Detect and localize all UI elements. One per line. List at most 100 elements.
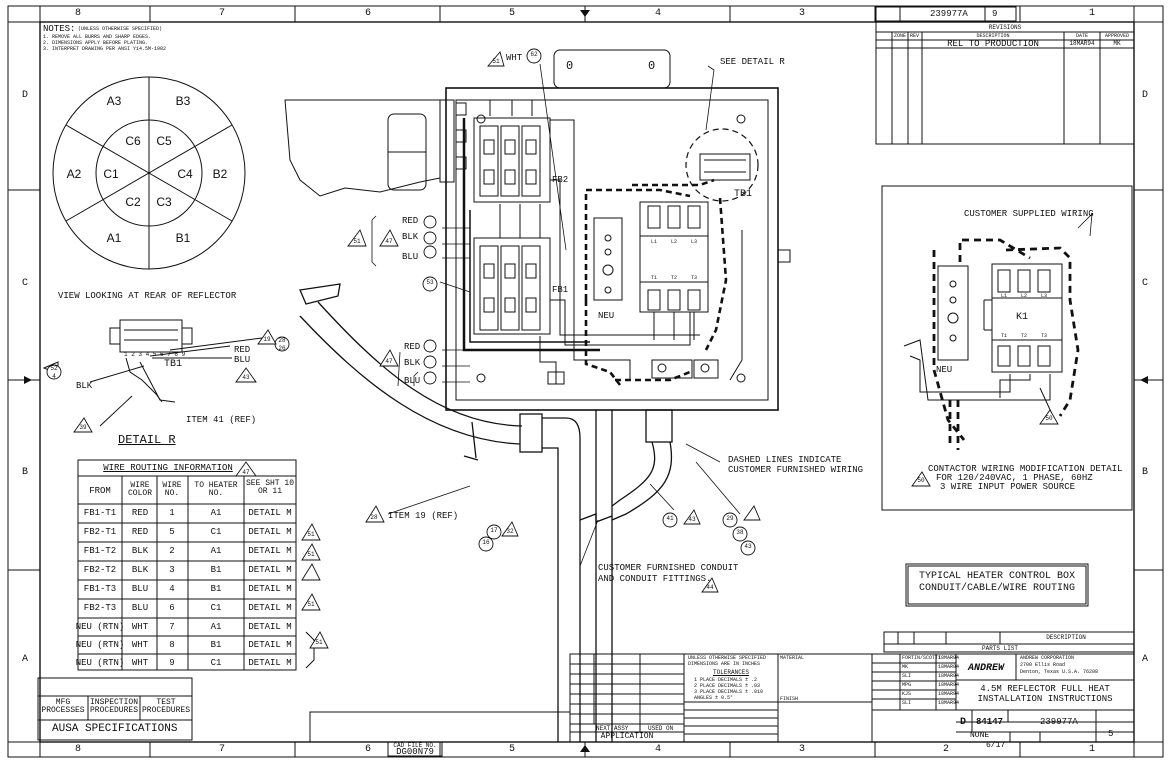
- callout-28: 28: [370, 514, 378, 521]
- fscm-number: 84147: [976, 717, 1004, 727]
- contactor-l3: L3: [691, 239, 698, 245]
- wire-table-title: WIRE ROUTING INFORMATION: [103, 463, 233, 473]
- tol-line-4: 2 PLACE DECIMALS ± .03: [694, 683, 761, 689]
- title-rev: 5: [1108, 729, 1114, 739]
- wire-table-cell: BLU: [131, 584, 149, 594]
- rev-header-rev: REV: [910, 33, 920, 39]
- note-2: 2. DIMENSIONS APPLY BEFORE PLATING.: [43, 40, 149, 46]
- zone-row-b-right: B: [1142, 467, 1149, 478]
- cad-file-label: CAD FILE NO.: [393, 742, 437, 749]
- approval-name: SLI: [902, 673, 912, 679]
- wire-table-cell: 8: [169, 640, 175, 650]
- reflector-caption: VIEW LOOKING AT REAR OF REFLECTOR: [58, 291, 237, 301]
- wire-table-cell: NEU (RTN): [75, 622, 125, 632]
- wt-header-no: WIRE NO.: [162, 481, 182, 498]
- wire-table-cell: 6: [169, 603, 175, 613]
- wire-table-cell: BLK: [131, 546, 149, 556]
- contactor-l1: L1: [651, 239, 658, 245]
- wire-table-cell: C1: [210, 527, 222, 537]
- zone-col-2-bottom: 2: [942, 744, 950, 755]
- wire-table-flag-51-c: 51: [307, 601, 315, 608]
- zone-row-c-left: C: [22, 278, 29, 289]
- wire-table-cell: FB1-T1: [83, 508, 117, 518]
- wire-table-cell: DETAIL M: [248, 658, 292, 668]
- wire-table-cell: 5: [169, 527, 175, 537]
- fb2-label: FB2: [552, 175, 569, 185]
- callout-41: 41: [666, 515, 674, 522]
- wire-table-cell: A1: [210, 622, 222, 632]
- segment-b2: B2: [212, 167, 228, 181]
- contactor-t1: T1: [651, 275, 658, 281]
- detail-r-callout-19: 19: [263, 336, 271, 343]
- wire-table-cell: DETAIL M: [248, 565, 292, 575]
- finish-label: FINISH: [780, 696, 799, 702]
- zone-col-5-bottom: 5: [508, 744, 516, 755]
- zone-col-6-bottom: 6: [364, 744, 372, 755]
- callout-47-bot: 47: [385, 358, 393, 365]
- zone-col-4-top: 4: [654, 8, 662, 19]
- wire-table-cell: A1: [210, 508, 222, 518]
- control-box-drawing: [445, 49, 791, 411]
- wire-table-cell: FB1-T3: [83, 584, 117, 594]
- company-line-2: 2700 Ellis Road: [1020, 662, 1066, 668]
- material-label: MATERIAL: [780, 655, 805, 661]
- contactor-t2: T2: [671, 275, 678, 281]
- revisions-title: REVISIONS: [988, 24, 1022, 31]
- leader-lines: [371, 63, 1093, 567]
- detail-l1: L1: [1001, 293, 1008, 299]
- approval-date: 18MAR94: [938, 673, 960, 679]
- detail-t2: T2: [1021, 333, 1028, 339]
- fb1-label: FB1: [552, 285, 569, 295]
- rev-header-date: DATE: [1075, 33, 1089, 39]
- zone-row-c-right: C: [1142, 278, 1149, 289]
- contactor-l2: L2: [671, 239, 678, 245]
- wire-red-bot: RED: [404, 342, 421, 352]
- title-scale: NONE: [970, 731, 990, 740]
- detail-caption-2: FOR 120/240VAC, 1 PHASE, 60HZ: [936, 473, 1093, 483]
- approval-name: MPG: [902, 682, 912, 688]
- wire-table-cell: B1: [210, 584, 222, 594]
- callout-44: 44: [706, 584, 714, 591]
- tol-line-2: DIMENSIONS ARE IN INCHES: [688, 661, 761, 667]
- k1-label: K1: [1016, 312, 1029, 323]
- wire-table-cell: 1: [169, 508, 175, 518]
- zone-row-a-right: A: [1142, 654, 1149, 665]
- title-sheet-of: 6/17: [986, 741, 1006, 750]
- wire-blu-bot: BLU: [404, 376, 421, 386]
- detail-r-title: DETAIL R: [118, 433, 176, 447]
- conduit-drawing: [299, 283, 673, 742]
- arrow-markers: [24, 10, 1148, 752]
- drawing-title-1: 4.5M REFLECTOR FULL HEAT: [980, 684, 1110, 694]
- detail-flag-50-a: 50: [917, 477, 925, 484]
- wire-table-cell: 7: [169, 622, 175, 632]
- detail-r-callout-26: 26: [278, 345, 286, 352]
- segment-a1: A1: [106, 231, 122, 245]
- tol-line-1: UNLESS OTHERWISE SPECIFIED: [688, 655, 767, 661]
- andrew-logo: ANDREW: [968, 663, 1005, 674]
- callout-51-top: 51: [492, 58, 500, 65]
- cad-file-number: DG00N79: [396, 747, 434, 757]
- segment-c6: C6: [125, 134, 141, 148]
- wire-table-cell: DETAIL M: [248, 640, 292, 650]
- detail-r-callout-43: 43: [242, 374, 250, 381]
- rev-header-description: DESCRIPTION: [976, 33, 1010, 39]
- wire-table-flag-51-b: 51: [307, 551, 315, 558]
- detail-r-callout-28: 28: [278, 337, 286, 344]
- callout-43-b: 43: [744, 543, 752, 550]
- approval-date: 18MAR94: [938, 655, 960, 661]
- wht-label: WHT: [506, 53, 523, 63]
- title-box-line-1: TYPICAL HEATER CONTROL BOX: [918, 571, 1076, 582]
- wire-table-cell: 3: [169, 565, 175, 575]
- notes-title: NOTES:: [43, 24, 76, 34]
- detail-r-callout-4: 4: [52, 373, 56, 380]
- contactor-detail-drawing: [881, 185, 1133, 511]
- approval-date: 18MAR94: [938, 691, 960, 697]
- callout-53: 53: [426, 279, 434, 286]
- conduit-note-1: CUSTOMER FURNISHED CONDUIT: [598, 563, 739, 573]
- detail-r-callout-52: 52: [50, 365, 58, 372]
- zone-col-8-bottom: 8: [74, 744, 82, 755]
- segment-b1: B1: [175, 231, 191, 245]
- wire-table-cell: WHT: [131, 658, 149, 668]
- wire-red-top: RED: [402, 216, 419, 226]
